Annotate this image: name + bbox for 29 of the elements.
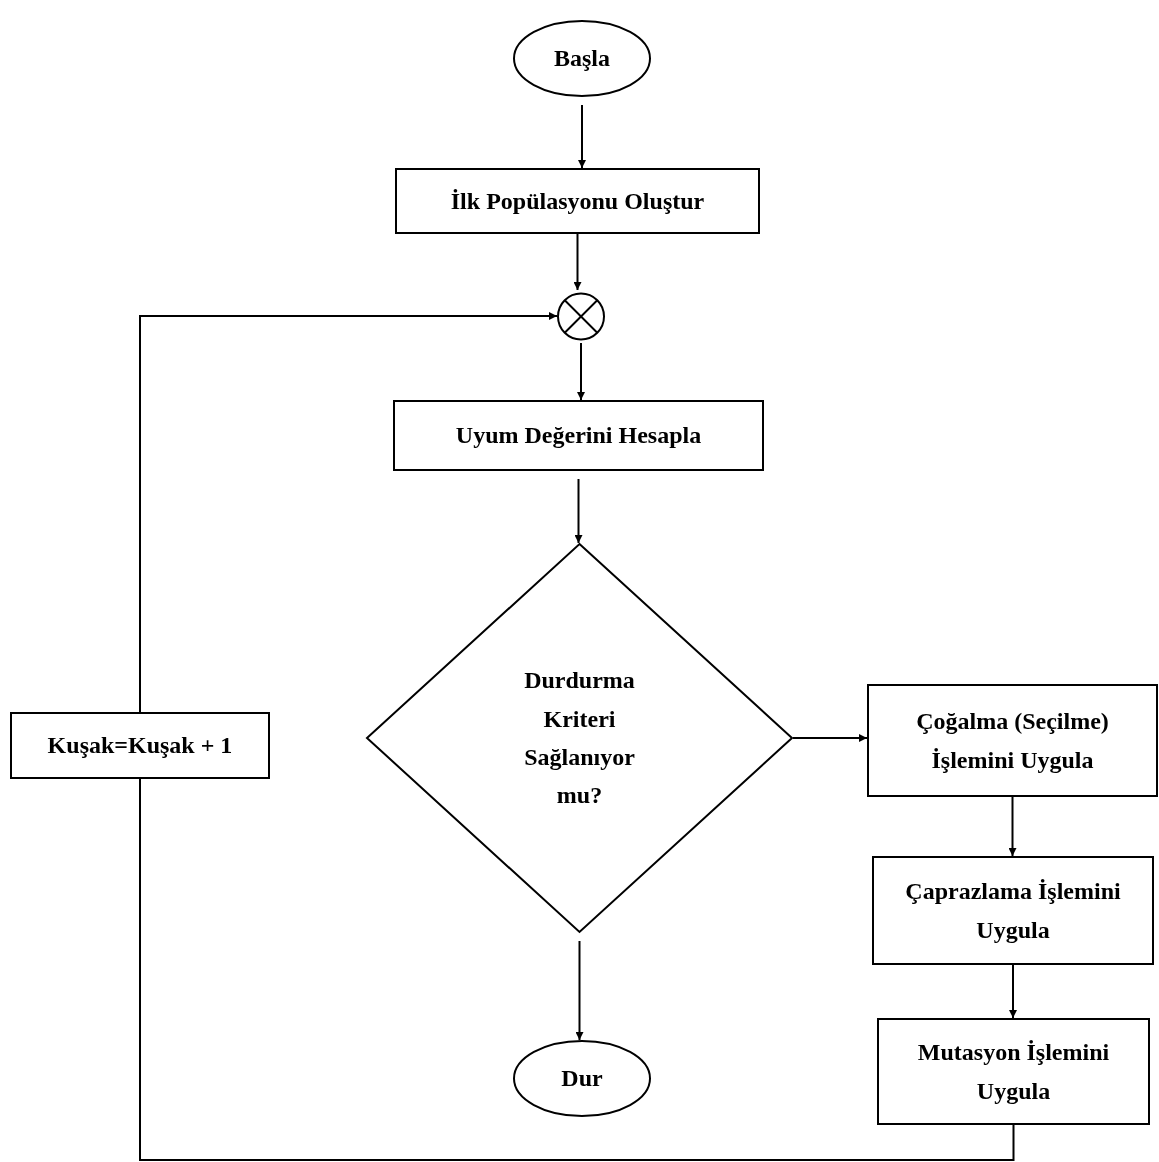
node-label: İlk Popülasyonu Oluştur xyxy=(450,186,705,216)
process-box xyxy=(872,856,1154,965)
node-label: Kuşak=Kuşak + 1 xyxy=(47,731,233,761)
node-label: Dur xyxy=(561,1064,603,1094)
connector-line xyxy=(139,778,1015,1161)
process-box xyxy=(877,1018,1150,1125)
node-label: Uyum Değerini Hesapla xyxy=(455,421,702,451)
arrow xyxy=(792,734,868,742)
summing-junction-icon xyxy=(557,290,605,343)
terminal-ellipse xyxy=(513,20,651,97)
decision-diamond xyxy=(366,543,793,933)
process-box xyxy=(867,684,1158,797)
process-box xyxy=(395,168,760,234)
arrow xyxy=(139,312,558,713)
node-label: Çaprazlama İşlemini Uygula xyxy=(904,877,1122,945)
arrow xyxy=(573,233,582,291)
node-label: Çoğalma (Seçilme) İşlemini Uygula xyxy=(915,707,1110,775)
arrow xyxy=(1009,964,1017,1019)
process-box xyxy=(10,712,270,779)
arrow xyxy=(1008,796,1017,857)
node-label: Durdurma Kriteri Sağlanıyor mu? xyxy=(523,666,636,811)
node-label: Mutasyon İşlemini Uygula xyxy=(916,1038,1111,1106)
terminal-ellipse xyxy=(513,1040,651,1117)
arrow xyxy=(574,478,583,544)
process-box xyxy=(393,400,764,471)
arrow xyxy=(575,940,584,1041)
node-label: Başla xyxy=(554,44,610,74)
arrow xyxy=(578,104,586,169)
arrow xyxy=(577,342,585,401)
